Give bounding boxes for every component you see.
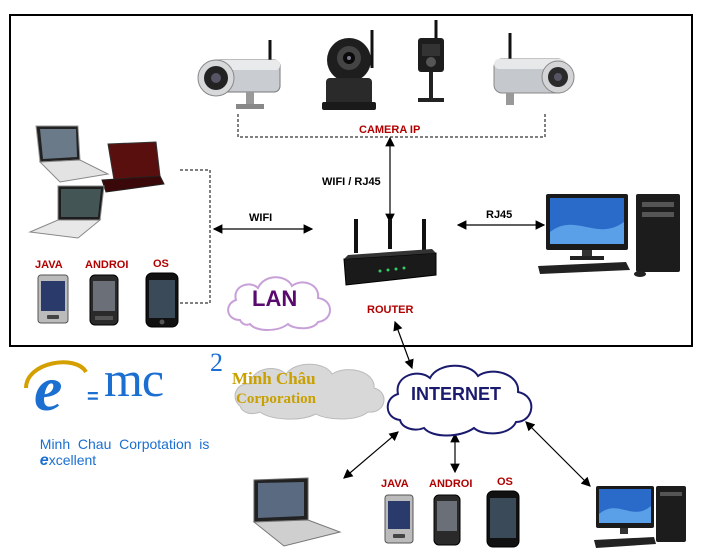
camera-icon bbox=[418, 20, 444, 102]
os-label: JAVA bbox=[381, 478, 409, 490]
wifi-label: WIFI bbox=[249, 212, 273, 224]
phone-icon bbox=[486, 490, 520, 548]
router-label: ROUTER bbox=[367, 304, 414, 316]
router-icon bbox=[343, 219, 437, 286]
camera-ip-label: CAMERA IP bbox=[359, 124, 421, 136]
logo-equals: = bbox=[87, 386, 99, 408]
camera-icon bbox=[493, 33, 575, 105]
lan-label: LAN bbox=[252, 286, 298, 311]
desktop-icon bbox=[594, 486, 686, 548]
logo-cloud-icon bbox=[234, 363, 385, 420]
tagline: Minh Chau Corpotation is excellent bbox=[32, 420, 210, 470]
logo-squared: 2 bbox=[210, 348, 223, 377]
lan-cloud-icon bbox=[227, 276, 331, 331]
tagline-suffix: xcellent bbox=[48, 452, 97, 468]
desktop-icon bbox=[538, 194, 680, 277]
wifi-rj45-label: WIFI / RJ45 bbox=[322, 176, 381, 188]
tagline-prefix: Minh Chau Corpotation is bbox=[39, 436, 210, 452]
logo-mc: mc bbox=[104, 351, 164, 407]
camera-icon bbox=[197, 40, 281, 109]
os-label: OS bbox=[497, 476, 513, 488]
phone-icon bbox=[433, 494, 461, 546]
rj45-label: RJ45 bbox=[486, 209, 513, 221]
phone-icon bbox=[384, 494, 414, 544]
laptop-icon bbox=[35, 125, 110, 183]
phone-icon bbox=[37, 274, 69, 324]
company-name: Minh Châu bbox=[232, 369, 316, 388]
phone-icon bbox=[145, 272, 179, 328]
logo-e: e bbox=[34, 353, 62, 422]
lan-frame bbox=[9, 14, 693, 347]
phone-icon bbox=[89, 274, 119, 326]
company-sub: Corporation bbox=[236, 391, 316, 407]
internet-label: INTERNET bbox=[411, 384, 501, 404]
laptop-icon bbox=[28, 185, 105, 239]
os-label: ANDROI bbox=[85, 259, 129, 271]
laptop-icon bbox=[252, 477, 342, 547]
os-label: OS bbox=[153, 258, 169, 270]
os-label: JAVA bbox=[35, 259, 63, 271]
os-label: ANDROI bbox=[429, 478, 473, 490]
tagline-e: e bbox=[39, 452, 49, 469]
laptop-icon bbox=[101, 141, 165, 193]
e-logo-icon: e bbox=[24, 353, 88, 422]
camera-icon bbox=[322, 30, 376, 110]
internet-cloud-icon bbox=[386, 364, 533, 437]
